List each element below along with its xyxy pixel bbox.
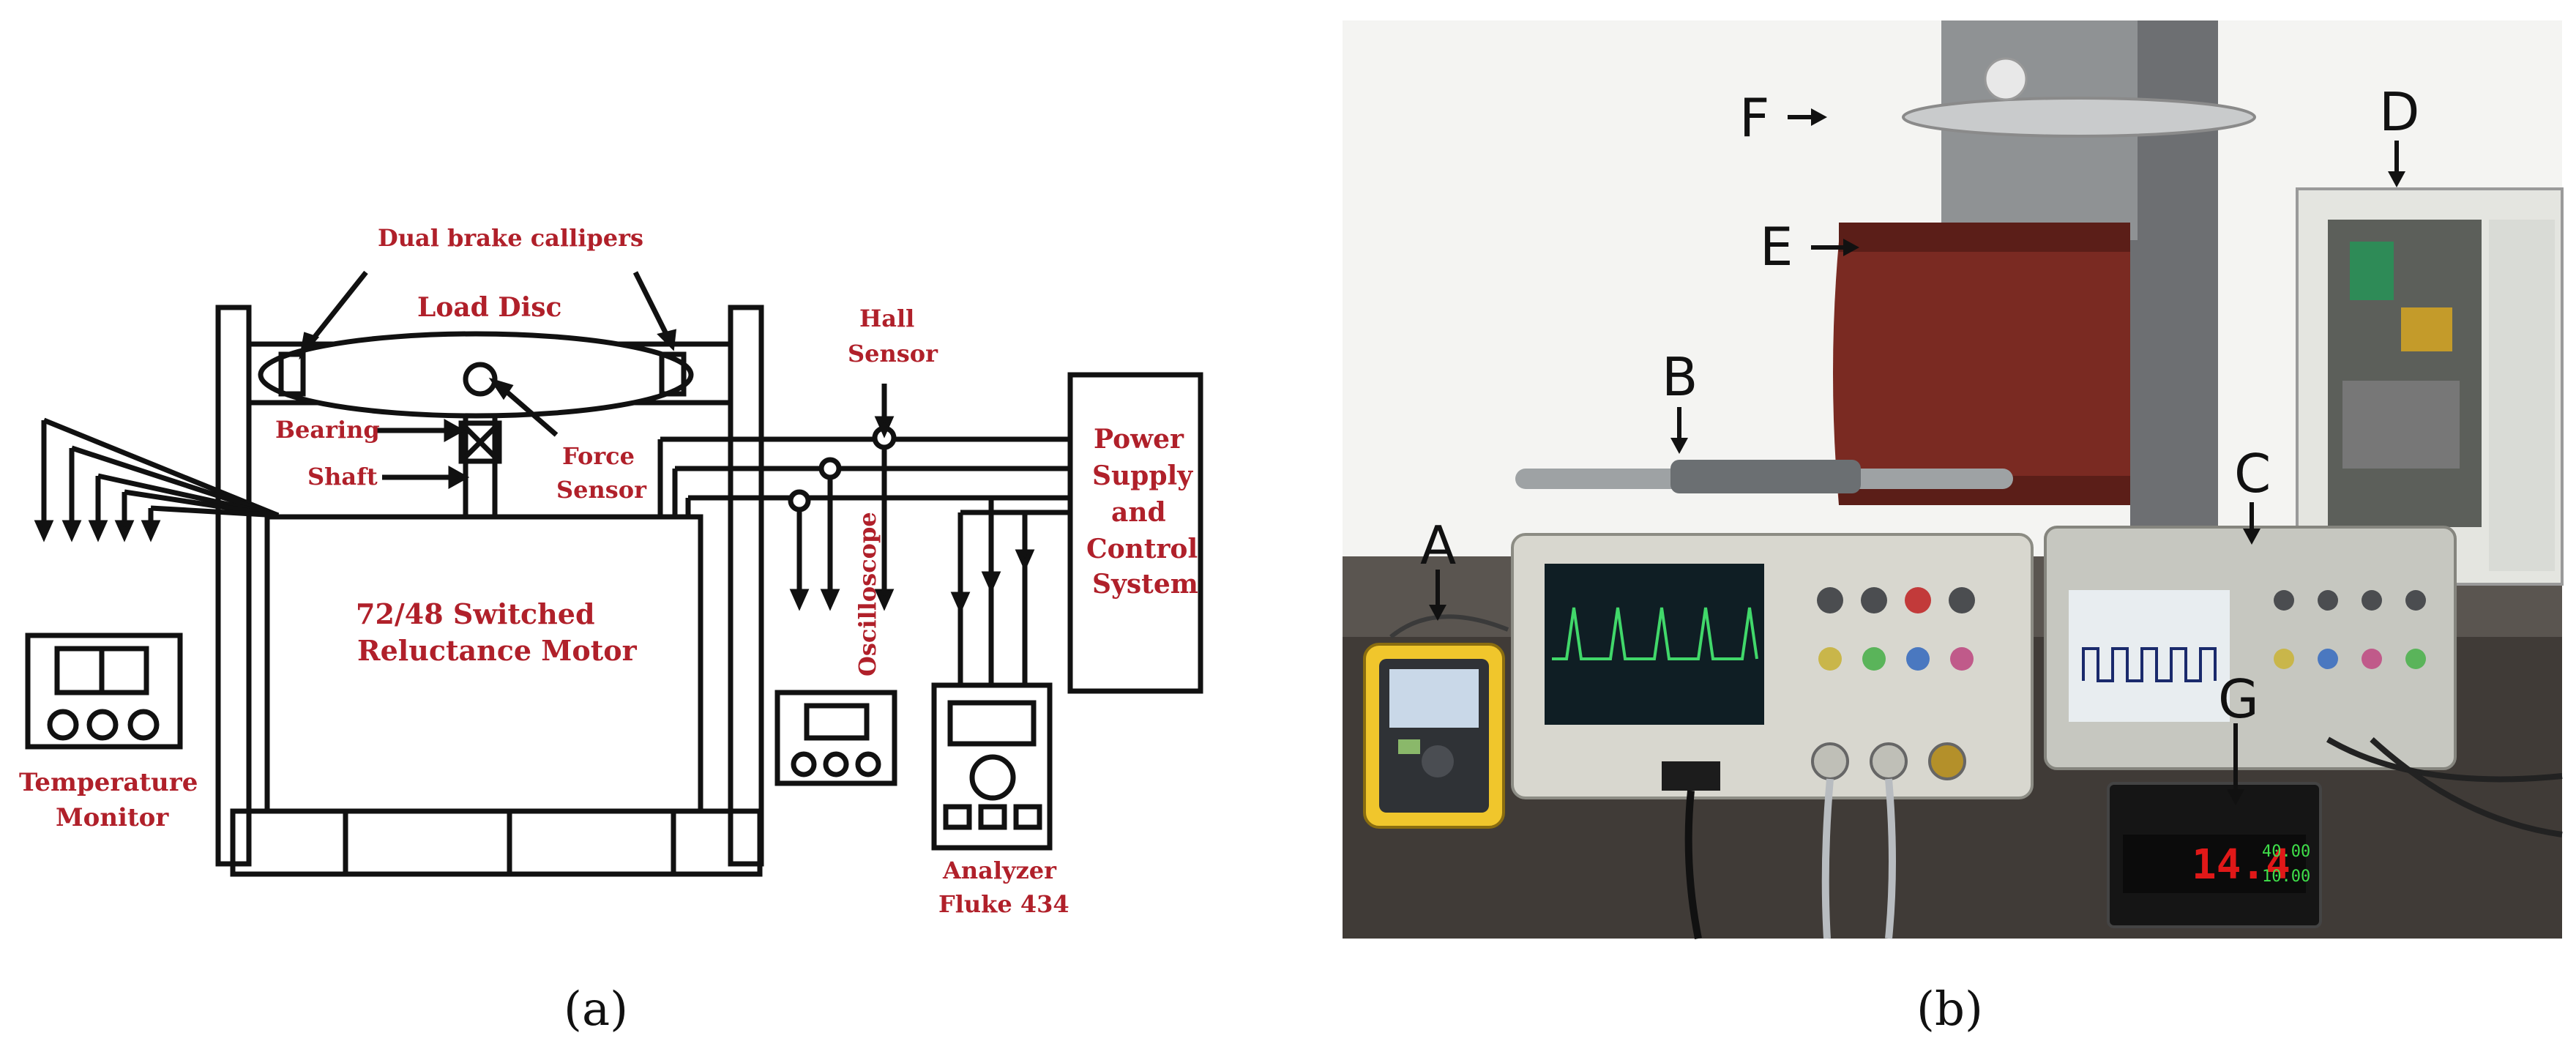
caption-b: (b): [1916, 982, 1983, 1037]
panel-b-photo: 14.4 40.00 10.00: [1343, 20, 2564, 939]
force-sensor: [463, 362, 498, 397]
label-temp-1: Temperature: [19, 768, 198, 797]
label-power-4: Control: [1086, 534, 1198, 564]
brake-calliper-right: [659, 351, 687, 397]
display-small-1: 40.00: [2262, 843, 2310, 861]
label-motor-2: Reluctance Motor: [357, 634, 638, 667]
label-force-sensor-1: Force: [562, 442, 635, 470]
panel-b-callouts: [1429, 108, 2405, 805]
label-power-5: System: [1092, 569, 1198, 600]
label-power-3: and: [1111, 497, 1166, 528]
label-motor-1: 72/48 Switched: [356, 597, 595, 630]
photo-motor-housing: [1833, 242, 2130, 505]
letter-f: F: [1739, 87, 1769, 149]
label-analyzer-2: Fluke 434: [938, 890, 1069, 918]
brake-calliper-left: [278, 351, 306, 397]
display-reading: 14.4: [2192, 841, 2291, 889]
letter-c: C: [2234, 443, 2271, 504]
letter-d: D: [2379, 81, 2419, 143]
label-hall-sensor-1: Hall: [859, 305, 914, 332]
caption-a: (a): [564, 982, 628, 1037]
label-analyzer-1: Analyzer: [942, 857, 1057, 884]
label-hall-sensor-2: Sensor: [848, 340, 938, 368]
label-force-sensor-2: Sensor: [556, 476, 647, 504]
label-load-disc: Load Disc: [417, 292, 561, 323]
label-power-2: Supply: [1092, 460, 1193, 491]
label-bearing: Bearing: [275, 416, 380, 444]
frame-base: [230, 808, 763, 877]
panel-a-schematic: [25, 270, 1203, 877]
photo-load-disc: [1902, 97, 2256, 138]
oscilloscope-device: [774, 690, 897, 786]
letter-b: B: [1662, 346, 1698, 408]
label-power-1: Power: [1094, 424, 1184, 455]
frame-right-post: [728, 305, 764, 867]
temperature-monitor: [25, 633, 183, 750]
label-temp-2: Monitor: [56, 803, 169, 832]
photo-scope-b-trace: [1552, 607, 1758, 660]
panel-b-letters: A B C D E F G: [1420, 81, 2419, 730]
letter-g: G: [2218, 668, 2259, 730]
label-dual-brake: Dual brake callipers: [378, 224, 643, 252]
display-small-2: 10.00: [2262, 868, 2310, 886]
letter-e: E: [1760, 216, 1793, 277]
power-supply-box: [1067, 372, 1203, 694]
label-oscilloscope: Oscilloscope: [854, 512, 881, 676]
panel-a-labels: Dual brake callipers Load Disc Bearing S…: [19, 224, 1198, 918]
bearing: [458, 420, 502, 464]
photo-scope-c-trace: [2082, 647, 2217, 682]
label-shaft: Shaft: [307, 463, 378, 490]
frame-left-post: [215, 305, 252, 867]
letter-a: A: [1420, 515, 1456, 576]
